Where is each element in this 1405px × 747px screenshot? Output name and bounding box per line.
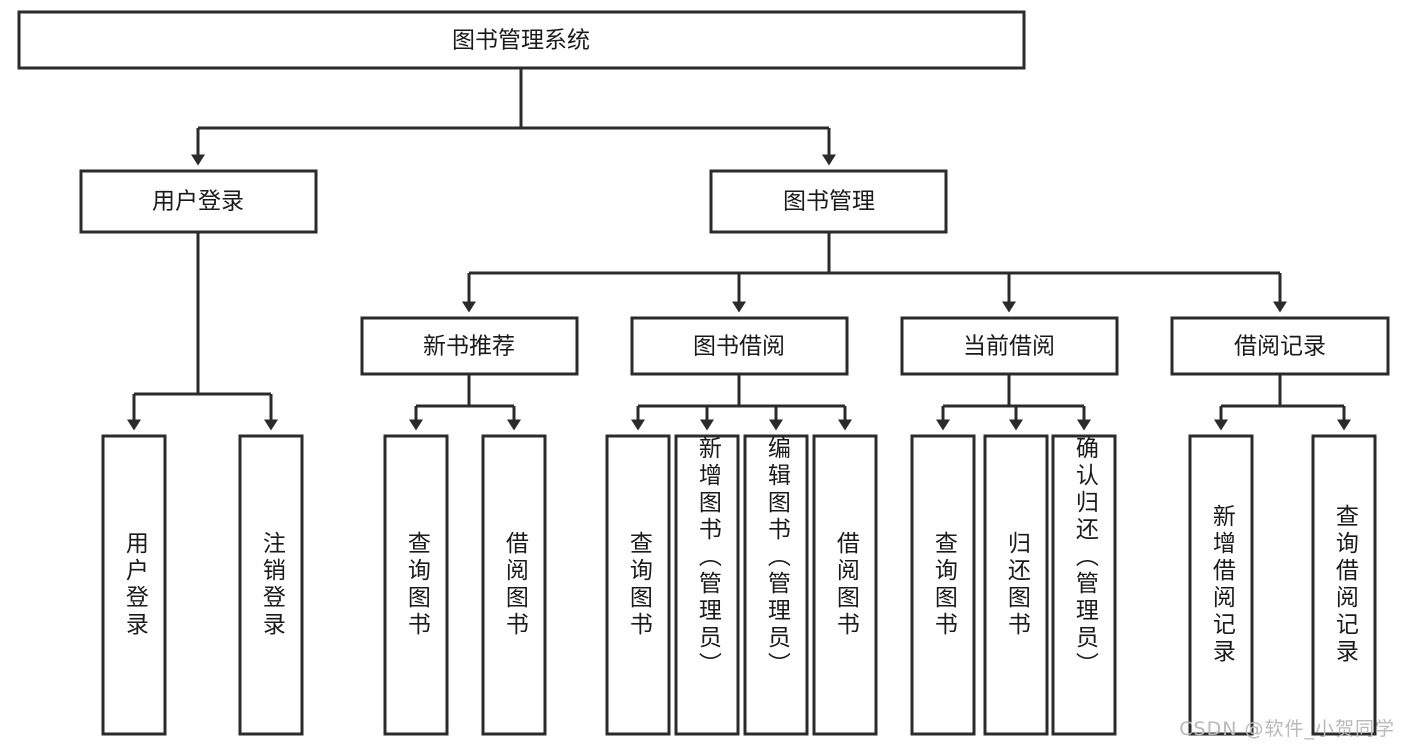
connector-layer: [127, 68, 1351, 431]
node-book-borrow-label: 图书借阅: [693, 334, 785, 360]
node-book-borrow-box[interactable]: [630, 316, 849, 376]
node-user-login[interactable]: 用户登录: [79, 169, 318, 234]
node-current-borrow[interactable]: 当前借阅: [900, 316, 1119, 376]
node-leaf-query-borrow-record-box[interactable]: [1311, 434, 1377, 736]
node-leaf-borrow-book-box[interactable]: [812, 434, 878, 736]
node-leaf-user-login-box[interactable]: [101, 434, 167, 736]
node-new-book-recommend-box[interactable]: [360, 316, 579, 376]
node-leaf-add-book-admin-box[interactable]: [674, 434, 740, 736]
node-new-book-recommend-label: 新书推荐: [423, 334, 515, 360]
node-leaf-query-book-rec-box[interactable]: [383, 434, 449, 736]
node-book-manage[interactable]: 图书管理: [709, 169, 948, 234]
node-leaf-add-borrow-record-box[interactable]: [1188, 434, 1254, 736]
node-root[interactable]: 图书管理系统: [17, 10, 1026, 70]
node-leaf-query-book-current-box[interactable]: [910, 434, 976, 736]
node-leaf-return-book-box[interactable]: [983, 434, 1049, 736]
node-book-borrow[interactable]: 图书借阅: [630, 316, 849, 376]
node-book-manage-label: 图书管理: [783, 189, 875, 215]
node-root-label: 图书管理系统: [452, 28, 590, 54]
node-user-login-label: 用户登录: [152, 189, 244, 215]
node-leaf-logout-login-box[interactable]: [238, 434, 304, 736]
node-user-login-box[interactable]: [79, 169, 318, 234]
node-borrow-record-label: 借阅记录: [1234, 334, 1326, 360]
node-borrow-record-box[interactable]: [1170, 316, 1390, 376]
node-borrow-record[interactable]: 借阅记录: [1170, 316, 1390, 376]
node-book-manage-box[interactable]: [709, 169, 948, 234]
node-leaf-edit-book-admin-box[interactable]: [743, 434, 809, 736]
node-root-box[interactable]: [17, 10, 1026, 70]
node-leaf-confirm-return-admin-box[interactable]: [1051, 434, 1117, 736]
node-new-book-recommend[interactable]: 新书推荐: [360, 316, 579, 376]
node-current-borrow-label: 当前借阅: [963, 334, 1055, 360]
node-current-borrow-box[interactable]: [900, 316, 1119, 376]
node-leaf-query-book-borrow-box[interactable]: [605, 434, 671, 736]
node-leaf-borrow-book-rec-box[interactable]: [481, 434, 547, 736]
